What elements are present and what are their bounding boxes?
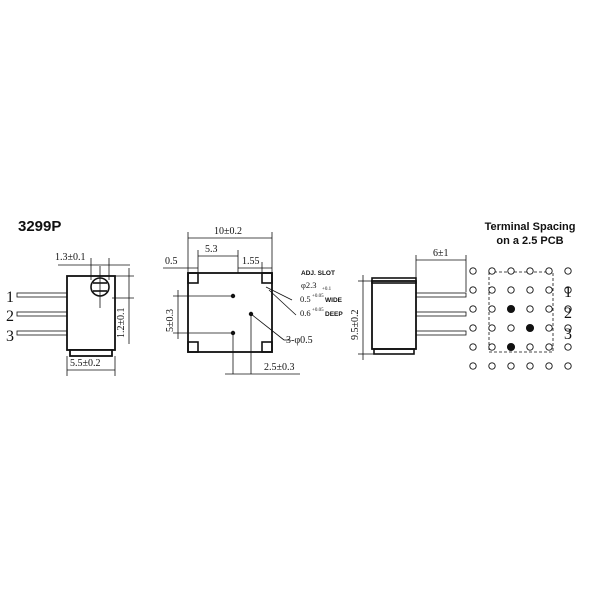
top-dim-pin-spacing: 2.5±0.3 [264, 362, 295, 373]
pcb-hole [488, 362, 496, 370]
top-dim-height: 5±0.3 [165, 309, 176, 332]
slot-depth-label: DEEP [325, 311, 343, 318]
slot-dia: φ2.3 [301, 280, 317, 290]
adj-slot-label: ADJ. SLOT [301, 270, 335, 277]
pcb-hole [507, 362, 515, 370]
top-dim-left: 0.5 [165, 256, 178, 267]
side-pin-3-label: 3 [6, 328, 14, 345]
pcb-hole [545, 267, 553, 275]
pcb-hole [545, 286, 553, 294]
end-lead-3 [415, 330, 467, 336]
top-holes-label: 3-φ0.5 [286, 335, 313, 346]
pcb-hole [526, 267, 534, 275]
model-title: 3299P [18, 218, 61, 235]
pcb-hole [564, 343, 572, 351]
side-dim-width: 5.5±0.2 [70, 358, 101, 369]
end-body [371, 280, 417, 350]
end-lead-1 [415, 292, 467, 298]
pcb-pin-3-label: 3 [564, 326, 572, 343]
pcb-hole [545, 305, 553, 313]
top-dim-length: 10±0.2 [214, 226, 242, 237]
slot-dia-tol: +0.1 [322, 287, 332, 292]
pcb-pad-filled [506, 304, 516, 314]
end-lead-2 [415, 311, 467, 317]
side-base [69, 349, 113, 357]
pcb-hole [488, 286, 496, 294]
end-dim-height: 9.5±0.2 [350, 310, 361, 341]
pcb-hole [507, 267, 515, 275]
pcb-pad-filled [506, 342, 516, 352]
pcb-hole [469, 362, 477, 370]
slot-width: 0.5 [300, 294, 311, 304]
pcb-hole [564, 362, 572, 370]
pcb-hole [526, 343, 534, 351]
pcb-hole [564, 267, 572, 275]
slot-width-tol: +0.05 [312, 294, 324, 299]
side-dim-pitch: 1.3±0.1 [55, 252, 86, 263]
pcb-hole [564, 286, 572, 294]
pcb-title-line1: Terminal Spacing [485, 221, 576, 233]
pcb-hole [488, 324, 496, 332]
side-view: 1 2 3 1.3±0.1 1.2±0.1 5.5±0.2 [6, 252, 134, 376]
pcb-grid [469, 267, 572, 370]
top-dim-right: 1.55 [242, 256, 260, 267]
side-pin-1-label: 1 [6, 289, 14, 306]
pcb-pin-1-label: 1 [564, 284, 572, 301]
slot-width-label: WIDE [325, 297, 343, 304]
pcb-hole [469, 267, 477, 275]
pcb-layout: Terminal Spacing on a 2.5 PCB 1 2 3 [469, 221, 576, 370]
end-dim-lead: 6±1 [433, 248, 449, 259]
pcb-hole [545, 343, 553, 351]
top-dim-offset: 5.3 [205, 244, 218, 255]
pcb-title-line2: on a 2.5 PCB [496, 235, 563, 247]
pcb-outline [488, 271, 554, 353]
pcb-hole [526, 305, 534, 313]
slot-depth: 0.6 [300, 308, 311, 318]
pcb-hole [507, 286, 515, 294]
side-pin-2-label: 2 [6, 308, 14, 325]
pcb-hole [507, 324, 515, 332]
slot-depth-tol: +0.05 [312, 308, 324, 313]
pcb-hole [526, 362, 534, 370]
pcb-hole [488, 305, 496, 313]
top-view: 10±0.2 5.3 0.5 1.55 5±0.3 2.5±0.3 3-φ0.5… [163, 226, 343, 375]
pcb-hole [545, 324, 553, 332]
lead-2 [16, 311, 68, 317]
lead-3 [16, 330, 68, 336]
pcb-hole [469, 305, 477, 313]
pcb-hole [469, 286, 477, 294]
pcb-hole [526, 286, 534, 294]
pcb-hole [469, 343, 477, 351]
top-body [187, 272, 273, 353]
end-view: 6±1 9.5±0.2 [350, 248, 467, 360]
pcb-hole [488, 267, 496, 275]
pcb-pin-2-label: 2 [564, 305, 572, 322]
pcb-hole [545, 362, 553, 370]
pcb-hole [488, 343, 496, 351]
pcb-pad-filled [525, 323, 535, 333]
pcb-hole [469, 324, 477, 332]
pcb-hole [564, 324, 572, 332]
pcb-hole [564, 305, 572, 313]
side-dim-height: 1.2±0.1 [116, 308, 127, 339]
lead-1 [16, 292, 68, 298]
